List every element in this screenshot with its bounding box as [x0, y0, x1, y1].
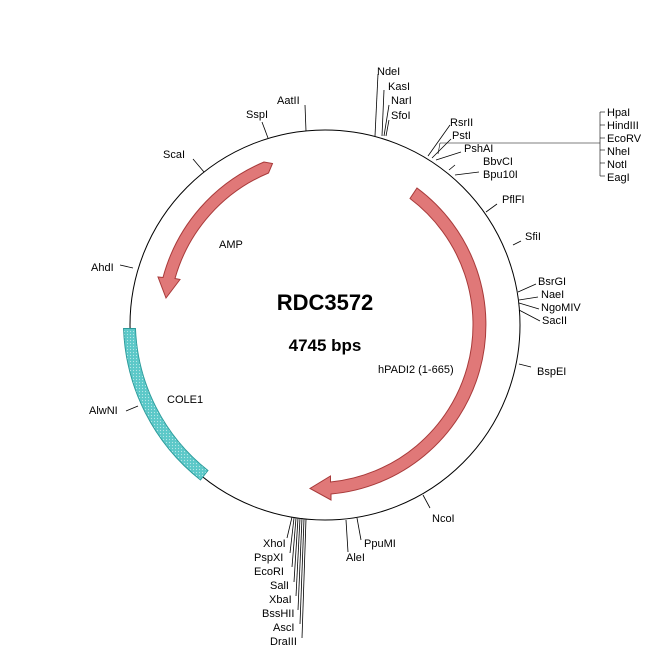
site-psti[interactable]: PstI	[452, 130, 471, 142]
site-scai[interactable]: ScaI	[163, 149, 185, 161]
site-sspi[interactable]: SspI	[246, 109, 268, 121]
plasmid-name: RDC3572	[277, 290, 374, 315]
site-alwni[interactable]: AlwNI	[89, 405, 118, 417]
site-rsrii[interactable]: RsrII	[450, 117, 473, 129]
site-group-ppumi: PpuMI AleI	[345, 517, 396, 564]
site-bbvci[interactable]: BbvCI	[483, 156, 513, 168]
plasmid-size: 4745 bps	[289, 336, 362, 355]
site-sfoi[interactable]: SfoI	[391, 110, 411, 122]
site-group-bsrgi: BsrGI NaeI NgoMIV SacII	[517, 276, 581, 327]
site-bspei[interactable]: BspEI	[537, 366, 566, 378]
cole1-feature[interactable]	[123, 328, 209, 481]
site-pshai[interactable]: PshAI	[464, 143, 493, 155]
site-hindiii[interactable]: HindIII	[607, 120, 639, 132]
site-ahdi[interactable]: AhdI	[91, 262, 114, 274]
site-pflfi[interactable]: PflFI	[502, 194, 525, 206]
site-naei[interactable]: NaeI	[541, 289, 564, 301]
site-aatii[interactable]: AatII	[277, 95, 300, 107]
site-ppumi[interactable]: PpuMI	[364, 538, 396, 550]
site-nhei[interactable]: NheI	[607, 146, 630, 158]
hpadi2-label: hPADI2 (1-665)	[378, 364, 454, 376]
site-pspxi[interactable]: PspXI	[254, 552, 283, 564]
site-ngomiv[interactable]: NgoMIV	[541, 302, 581, 314]
site-xbai[interactable]: XbaI	[269, 594, 292, 606]
site-eagi[interactable]: EagI	[607, 172, 630, 184]
amp-label: AMP	[219, 239, 243, 251]
site-bsshii[interactable]: BssHII	[262, 608, 294, 620]
site-alei[interactable]: AleI	[346, 552, 365, 564]
site-kasi[interactable]: KasI	[388, 81, 410, 93]
site-bpu10i[interactable]: Bpu10I	[483, 169, 518, 181]
site-sali[interactable]: SalI	[270, 580, 289, 592]
site-sacii[interactable]: SacII	[542, 315, 567, 327]
site-hpai[interactable]: HpaI	[607, 107, 630, 119]
amp-feature-arrow[interactable]	[157, 161, 274, 300]
site-noti[interactable]: NotI	[607, 159, 627, 171]
site-nari[interactable]: NarI	[391, 95, 412, 107]
backbone-circle	[129, 129, 521, 521]
site-group-hpai: HpaI HindIII EcoRV NheI NotI EagI	[437, 107, 642, 184]
site-xhoi[interactable]: XhoI	[263, 538, 286, 550]
site-draiii[interactable]: DraIII	[270, 636, 297, 648]
site-bsrgi[interactable]: BsrGI	[538, 276, 566, 288]
site-ncoi[interactable]: NcoI	[432, 513, 455, 525]
site-sfii[interactable]: SfiI	[525, 231, 541, 243]
hpadi2-feature-arrow[interactable]	[309, 187, 487, 501]
site-group-xhoi: XhoI PspXI EcoRI SalI XbaI BssHII AscI D…	[254, 516, 307, 648]
site-ecori[interactable]: EcoRI	[254, 566, 284, 578]
site-group-ndei: NdeI KasI NarI SfoI	[374, 66, 412, 137]
site-ndei[interactable]: NdeI	[377, 66, 400, 78]
cole1-label: COLE1	[167, 394, 203, 406]
site-group-rsrii: RsrII PstI PshAI BbvCI Bpu10I	[427, 117, 518, 181]
site-asci[interactable]: AscI	[273, 622, 294, 634]
site-ecorv[interactable]: EcoRV	[607, 133, 642, 145]
